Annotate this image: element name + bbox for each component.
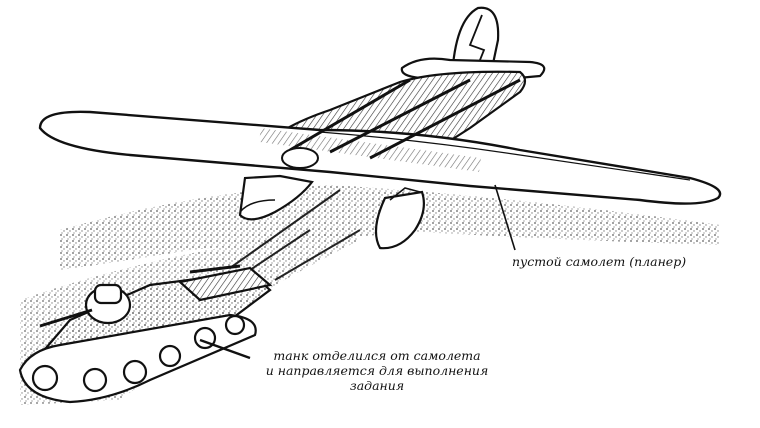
right-landing-gear xyxy=(374,190,425,250)
tank-caption-line-2: и направляется для выполнения xyxy=(265,363,489,378)
tank-pointer-line xyxy=(199,338,251,360)
tank-gun xyxy=(39,308,93,328)
cockpit xyxy=(281,147,319,169)
tank-caption-line-1: танк отделился от самолета xyxy=(273,348,481,363)
left-landing-gear xyxy=(238,174,314,221)
tank-caption: танк отделился от самолета и направляетс… xyxy=(252,348,502,393)
tank xyxy=(18,264,273,404)
plane-caption: пустой самолет (планер) xyxy=(512,254,687,269)
tank-caption-line-3: задания xyxy=(349,378,405,393)
struts xyxy=(289,78,521,160)
plane-pointer-line xyxy=(494,184,516,251)
